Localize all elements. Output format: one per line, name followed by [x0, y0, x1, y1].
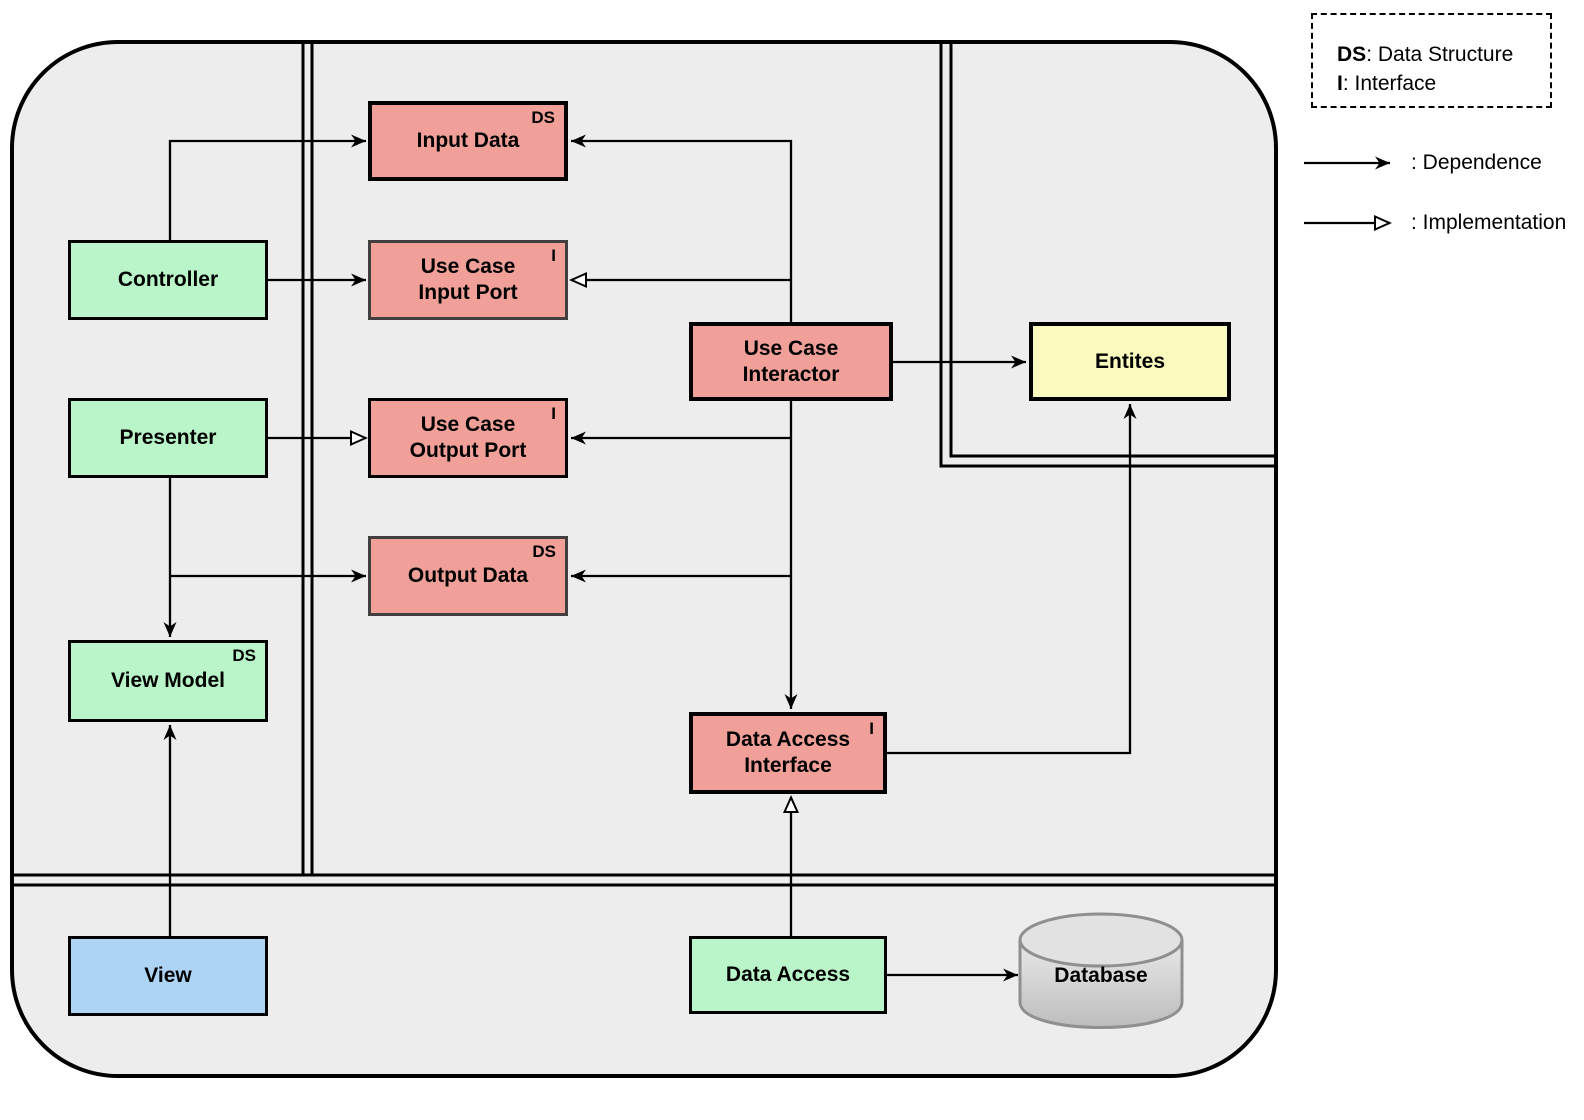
node-input-data: Input Data DS: [368, 101, 568, 181]
node-use-case-input-port: Use Case Input Port I: [368, 240, 568, 320]
node-data-access-label: Data Access: [725, 963, 851, 986]
node-presenter: Presenter: [68, 398, 268, 478]
node-view-model-label: View Model: [111, 669, 225, 692]
node-controller: Controller: [68, 240, 268, 320]
legend-interface-line: I: Interface: [1337, 69, 1550, 98]
node-data-access-interface-label: Data Access Interface: [725, 728, 851, 777]
implementation-arrow-icon: [1304, 214, 1392, 232]
node-database: Database: [1020, 952, 1182, 1000]
node-output-data: Output Data DS: [368, 536, 568, 616]
node-controller-label: Controller: [117, 268, 219, 291]
node-output-data-tag: DS: [532, 542, 556, 561]
legend-implementation-label: : Implementation: [1411, 211, 1567, 234]
node-use-case-output-port: Use Case Output Port I: [368, 398, 568, 478]
outer-boundary: [10, 40, 1278, 1078]
dependence-arrow-icon: [1304, 156, 1390, 170]
legend-ds-abbr: DS: [1337, 43, 1367, 66]
legend-dependence-row: : Dependence: [1300, 147, 1542, 179]
node-view-model-tag: DS: [232, 646, 256, 665]
legend-interface-text: : Interface: [1342, 72, 1437, 95]
node-view-label: View: [144, 964, 192, 987]
legend-implementation-row: : Implementation: [1300, 207, 1566, 239]
arrow-data-access-interface-to-entities: [887, 404, 1137, 755]
abbreviation-legend-box: DS: Data Structure I: Interface: [1311, 13, 1552, 108]
node-input-data-label: Input Data: [416, 129, 520, 152]
node-use-case-input-port-tag: I: [551, 246, 556, 265]
node-use-case-interactor-label: Use Case Interactor: [742, 336, 840, 386]
database-cylinder: [1018, 912, 1184, 1029]
node-view: View: [68, 936, 268, 1016]
node-data-access-interface: Data Access Interface I: [689, 712, 887, 794]
node-presenter-label: Presenter: [119, 426, 217, 449]
node-data-access-interface-tag: I: [869, 719, 874, 738]
node-output-data-label: Output Data: [407, 564, 529, 587]
node-entities: Entites: [1029, 322, 1231, 401]
legend-ds-text: : Data Structure: [1366, 43, 1514, 66]
node-use-case-input-port-label: Use Case Input Port: [418, 255, 518, 304]
node-use-case-output-port-tag: I: [551, 404, 556, 423]
divider-left-vertical-double-line: [301, 41, 314, 875]
node-view-model: View Model DS: [68, 640, 268, 722]
divider-bottom-horizontal-double-line: [11, 873, 1277, 887]
node-use-case-interactor: Use Case Interactor: [689, 322, 893, 401]
legend-interface-abbr: I: [1337, 72, 1343, 95]
node-input-data-tag: DS: [531, 108, 555, 127]
node-use-case-output-port-label: Use Case Output Port: [409, 413, 527, 462]
node-data-access: Data Access: [689, 936, 887, 1014]
legend-ds-line: DS: Data Structure: [1337, 40, 1550, 69]
legend-dependence-label: : Dependence: [1411, 151, 1542, 174]
arrow-interactor-to-input-data: [571, 134, 793, 322]
node-entities-label: Entites: [1094, 349, 1165, 373]
node-database-label: Database: [1054, 964, 1148, 987]
arrow-controller-to-input-data: [168, 134, 366, 240]
divider-entities-corner-double-line: [939, 41, 1277, 468]
